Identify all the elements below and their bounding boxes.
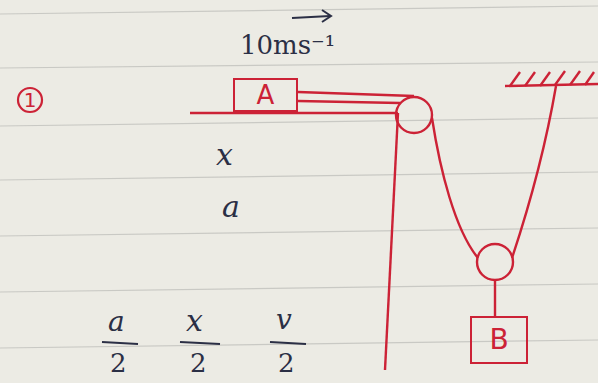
table-top — [190, 112, 398, 114]
fixed-pulley — [396, 97, 432, 133]
variable-label: v — [276, 306, 292, 334]
string — [298, 101, 400, 103]
variable-label: 2 — [110, 350, 127, 376]
fraction-bars — [102, 342, 306, 344]
variable-label: x — [186, 306, 203, 336]
string — [298, 92, 414, 96]
pulley-system — [190, 71, 598, 370]
string — [432, 118, 478, 258]
velocity-arrow — [292, 10, 331, 22]
circle-outline — [18, 88, 42, 112]
table-edge — [385, 113, 398, 370]
block-label: 1 — [24, 90, 37, 110]
variable-label: a — [108, 308, 125, 336]
variable-label: 2 — [190, 350, 207, 376]
block-label: B — [489, 326, 508, 354]
hanger — [494, 280, 496, 316]
block-label: A — [257, 82, 275, 108]
ceiling-hatch — [510, 71, 594, 86]
variable-label: x — [216, 140, 233, 170]
velocity-label: 10ms⁻¹ — [240, 32, 335, 58]
string — [512, 86, 556, 258]
block: A — [233, 78, 298, 112]
ruled-lines — [0, 6, 598, 348]
movable-pulley — [477, 244, 513, 280]
variable-label: 2 — [278, 350, 295, 376]
variable-label: a — [222, 192, 240, 222]
block: B — [470, 316, 528, 364]
question-number: 1 — [16, 86, 44, 114]
